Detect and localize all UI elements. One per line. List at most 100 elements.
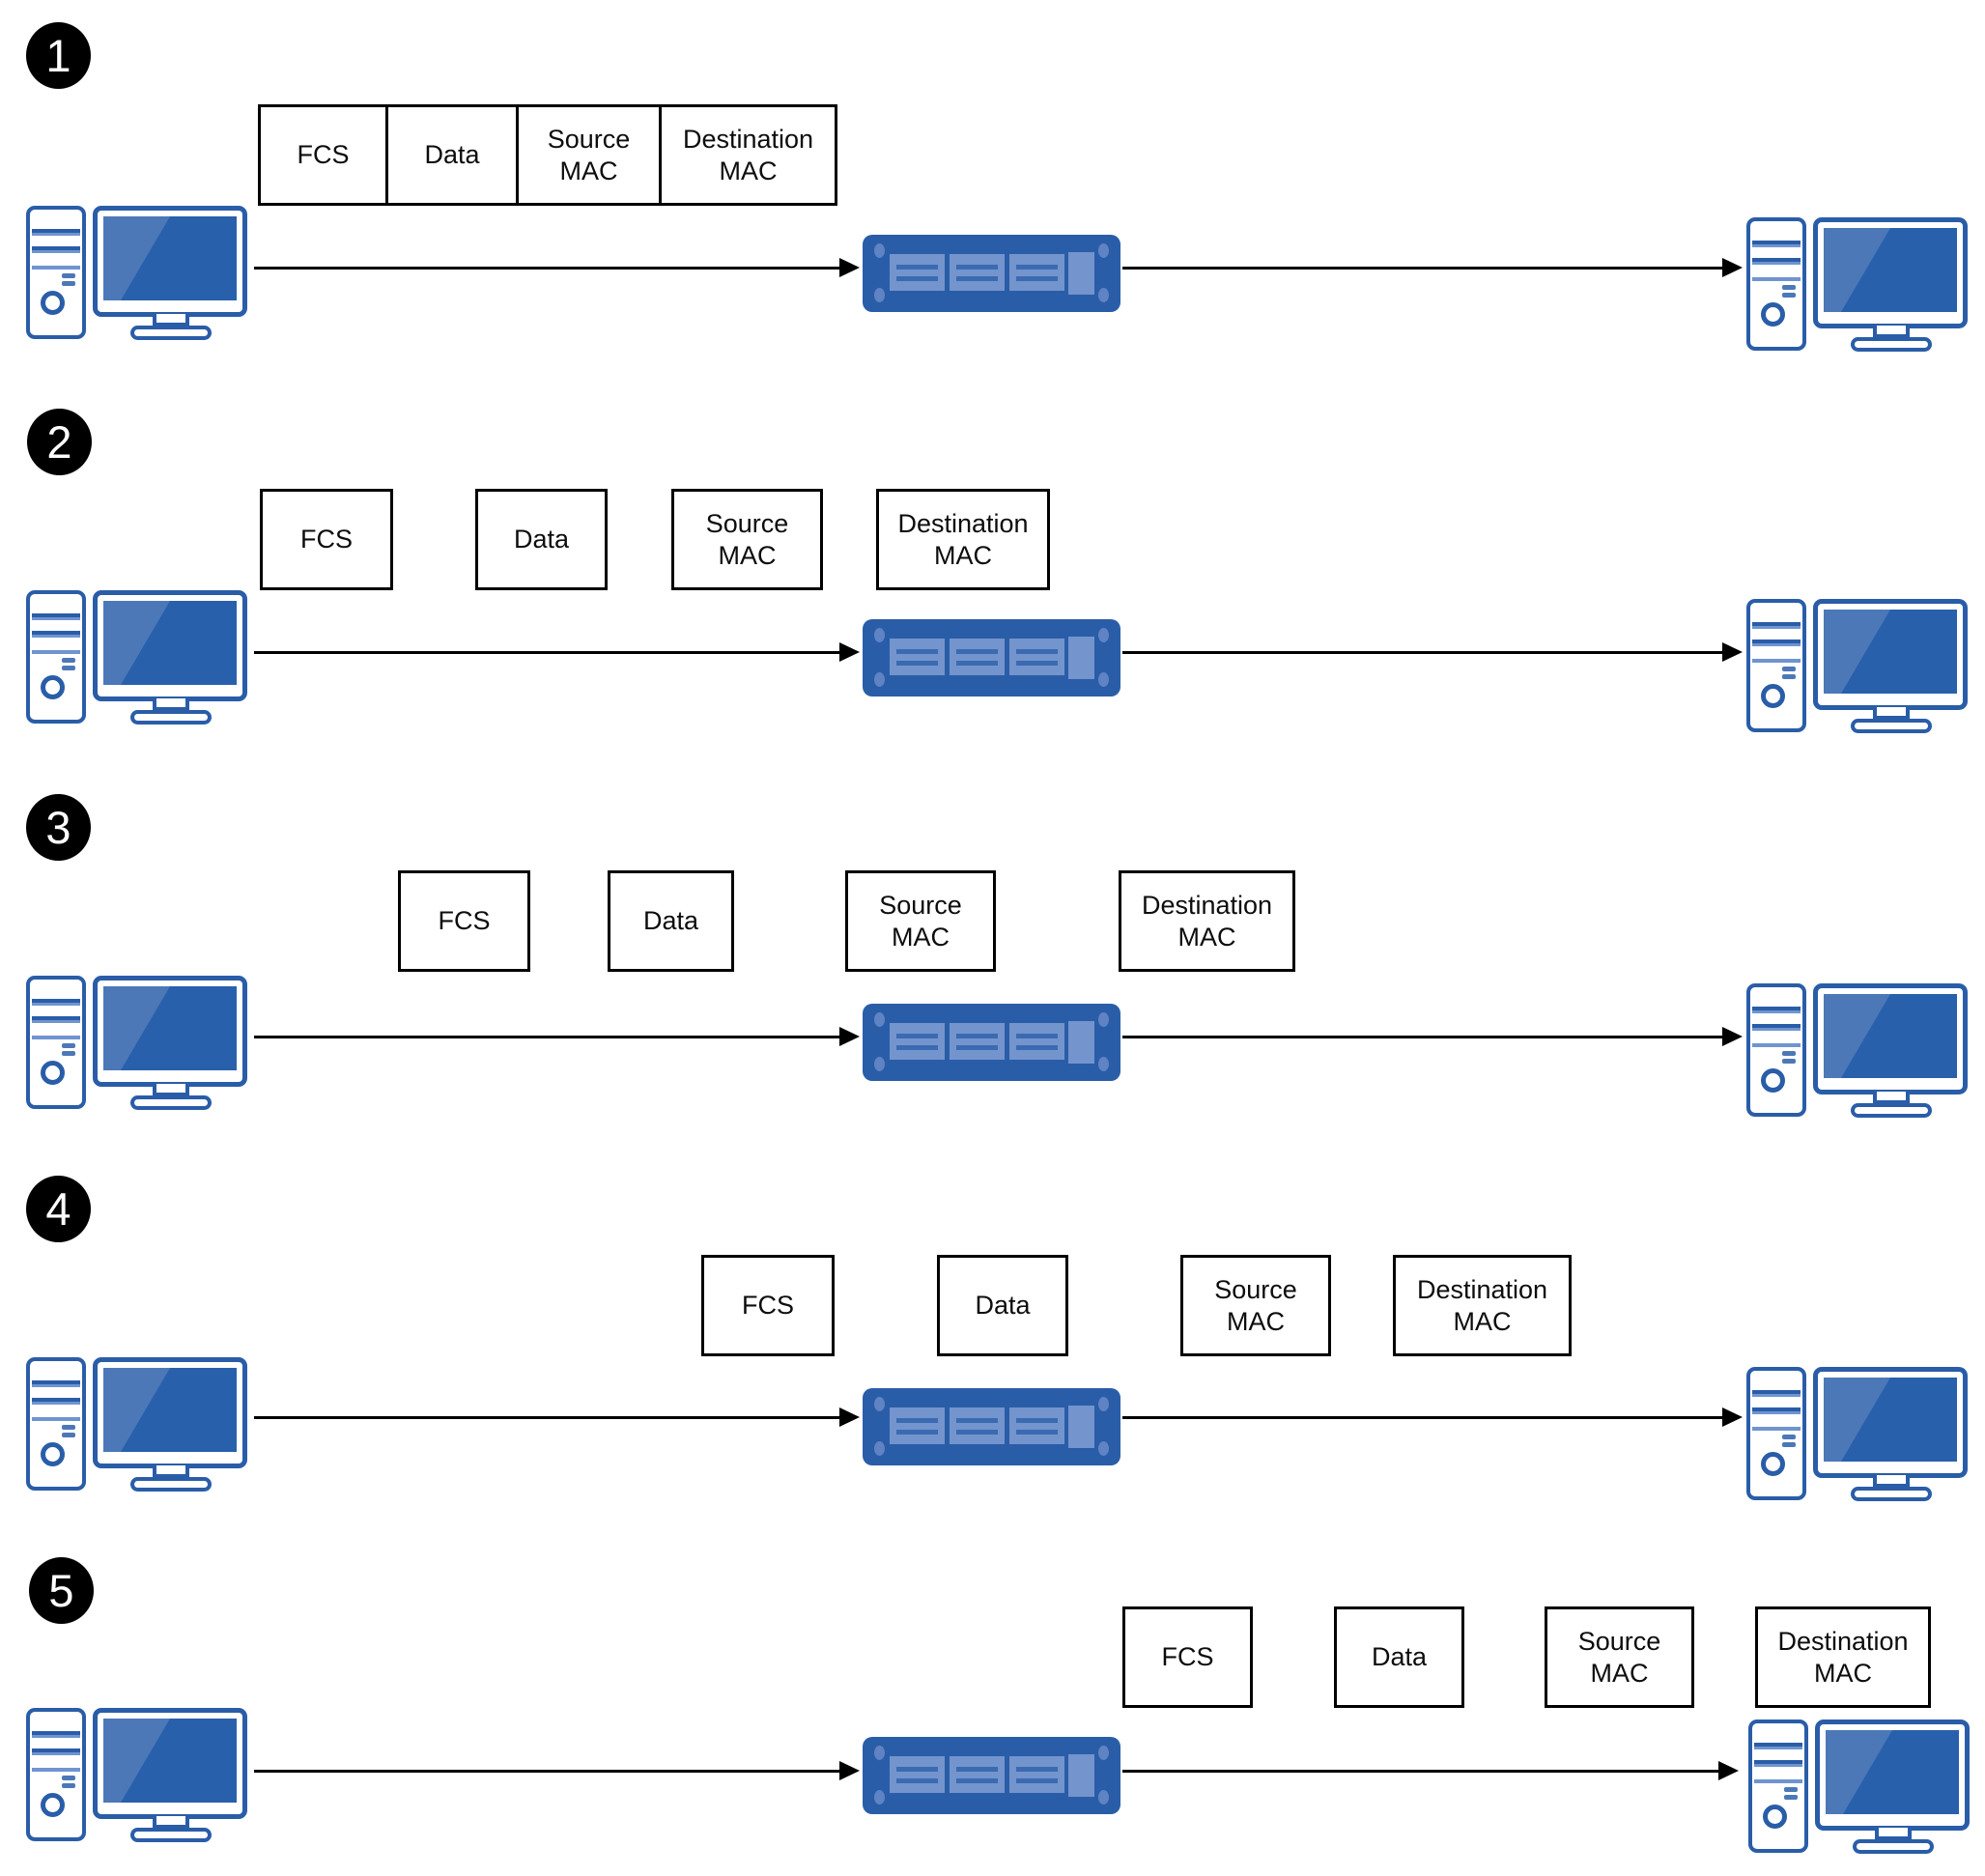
switch-port-stripe (896, 661, 938, 666)
monitor-screen (1824, 610, 1957, 694)
arrow-head (1722, 1027, 1743, 1046)
switch-port-stripe (896, 1034, 938, 1038)
tower-vent-line (1752, 1024, 1801, 1031)
tower-vent-line (32, 1731, 80, 1738)
switch-port-stripe (896, 1430, 938, 1435)
switch-port-stripe (956, 1034, 998, 1038)
monitor-stand-neck (153, 698, 189, 711)
frame-field-data: Data (1334, 1606, 1464, 1708)
screen-glare (1826, 1730, 1892, 1814)
monitor-screen (1824, 228, 1957, 312)
monitor-screen (103, 1368, 237, 1452)
frame-field-source-mac: Source MAC (519, 104, 662, 206)
screen-glare (1824, 994, 1890, 1078)
network-switch-icon (863, 1388, 1120, 1465)
switch-port (1009, 1756, 1064, 1793)
frame-field-source-mac: Source MAC (1545, 1606, 1694, 1708)
switch-port (890, 639, 945, 675)
switch-screw (874, 1790, 885, 1805)
tower-drive-dash (62, 1776, 75, 1780)
tower-vent-line (1752, 1407, 1801, 1414)
switch-screw (1098, 1057, 1109, 1071)
frame-field-source-mac: Source MAC (845, 870, 996, 972)
stage-number: 5 (48, 1565, 74, 1616)
pc-monitor-icon (93, 1708, 247, 1819)
switch-port (950, 1023, 1005, 1060)
switch-port-stripe (956, 1778, 998, 1783)
tower-vent-line (1752, 1007, 1801, 1013)
arrow-line (1122, 651, 1725, 654)
network-switch-icon (863, 1737, 1120, 1814)
switch-side-tab (1068, 637, 1094, 679)
tower-drive-dash (62, 666, 75, 670)
monitor-stand-base (130, 1477, 212, 1492)
switch-port-stripe (896, 1418, 938, 1423)
pc-monitor-icon (1813, 217, 1968, 328)
tower-drive-dash (62, 1043, 75, 1048)
switch-side-tab (1068, 1754, 1094, 1797)
switch-screw (874, 1012, 885, 1027)
frame-field-label: Data (975, 1291, 1031, 1320)
switch-screw (874, 628, 885, 642)
frame-field-label: Source MAC (1577, 1626, 1661, 1688)
monitor-screen (1824, 994, 1957, 1078)
arrow-line (1122, 267, 1725, 270)
desktop-pc-destination (1746, 599, 1970, 734)
tower-vent-line (1752, 640, 1801, 646)
frame-field-label: Data (642, 906, 699, 935)
monitor-stand-neck (1873, 1092, 1910, 1104)
desktop-pc-source (26, 1708, 249, 1843)
network-switch-icon (863, 1004, 1120, 1081)
tower-drive-dash (1782, 1435, 1796, 1439)
tower-vent-line (32, 1417, 80, 1421)
monitor-stand-neck (1873, 326, 1910, 338)
switch-side-tab (1068, 252, 1094, 295)
tower-drive-dash (1782, 1442, 1796, 1447)
tower-power-button-icon (41, 675, 65, 699)
tower-drive-dash (1782, 674, 1796, 679)
desktop-pc-source (26, 976, 249, 1111)
stage-number: 2 (46, 416, 72, 468)
network-switch-icon (863, 619, 1120, 696)
frame-field-label: Source MAC (879, 890, 962, 952)
tower-vent-line (1752, 1390, 1801, 1397)
frame-field-label: Destination MAC (897, 508, 1029, 570)
switch-port-stripe (1016, 1045, 1058, 1050)
desktop-pc-destination (1748, 1720, 1971, 1855)
frame-field-label: FCS (1161, 1642, 1214, 1671)
frame-field-label: FCS (438, 906, 491, 935)
switch-port (1009, 254, 1064, 291)
switch-port-stripe (956, 1430, 998, 1435)
frame-field-data: Data (937, 1255, 1068, 1356)
monitor-screen (1824, 1378, 1957, 1462)
tower-drive-dash (62, 1433, 75, 1437)
frame-field-label: Destination MAC (1416, 1274, 1548, 1336)
frame-field-label: Data (1371, 1642, 1428, 1671)
tower-vent-line (1752, 277, 1801, 281)
arrow-head (839, 1761, 860, 1780)
frame-field-destination-mac: Destination MAC (876, 489, 1050, 590)
tower-power-button-icon (41, 1061, 65, 1085)
pc-monitor-icon (93, 590, 247, 701)
tower-power-button-icon (1761, 684, 1785, 708)
arrow-head (1718, 1761, 1739, 1780)
tower-vent-line (1752, 659, 1801, 663)
tower-vent-line (1754, 1779, 1802, 1783)
arrow-head (1722, 258, 1743, 277)
switch-port (890, 1023, 945, 1060)
stage-badge: 4 (26, 1176, 91, 1242)
pc-tower-icon (26, 206, 86, 339)
frame-field-source-mac: Source MAC (671, 489, 823, 590)
switch-screw (1098, 1441, 1109, 1456)
pc-monitor-icon (1815, 1720, 1970, 1831)
switch-screw (874, 1397, 885, 1411)
frame-field-destination-mac: Destination MAC (1119, 870, 1295, 972)
tower-vent-line (32, 1016, 80, 1023)
arrow-head (839, 642, 860, 662)
arrow-head (1722, 642, 1743, 662)
tower-vent-line (32, 650, 80, 654)
tower-drive-dash (62, 281, 75, 286)
arrow-line (254, 651, 842, 654)
tower-vent-line (32, 266, 80, 270)
tower-power-button-icon (1761, 1452, 1785, 1476)
